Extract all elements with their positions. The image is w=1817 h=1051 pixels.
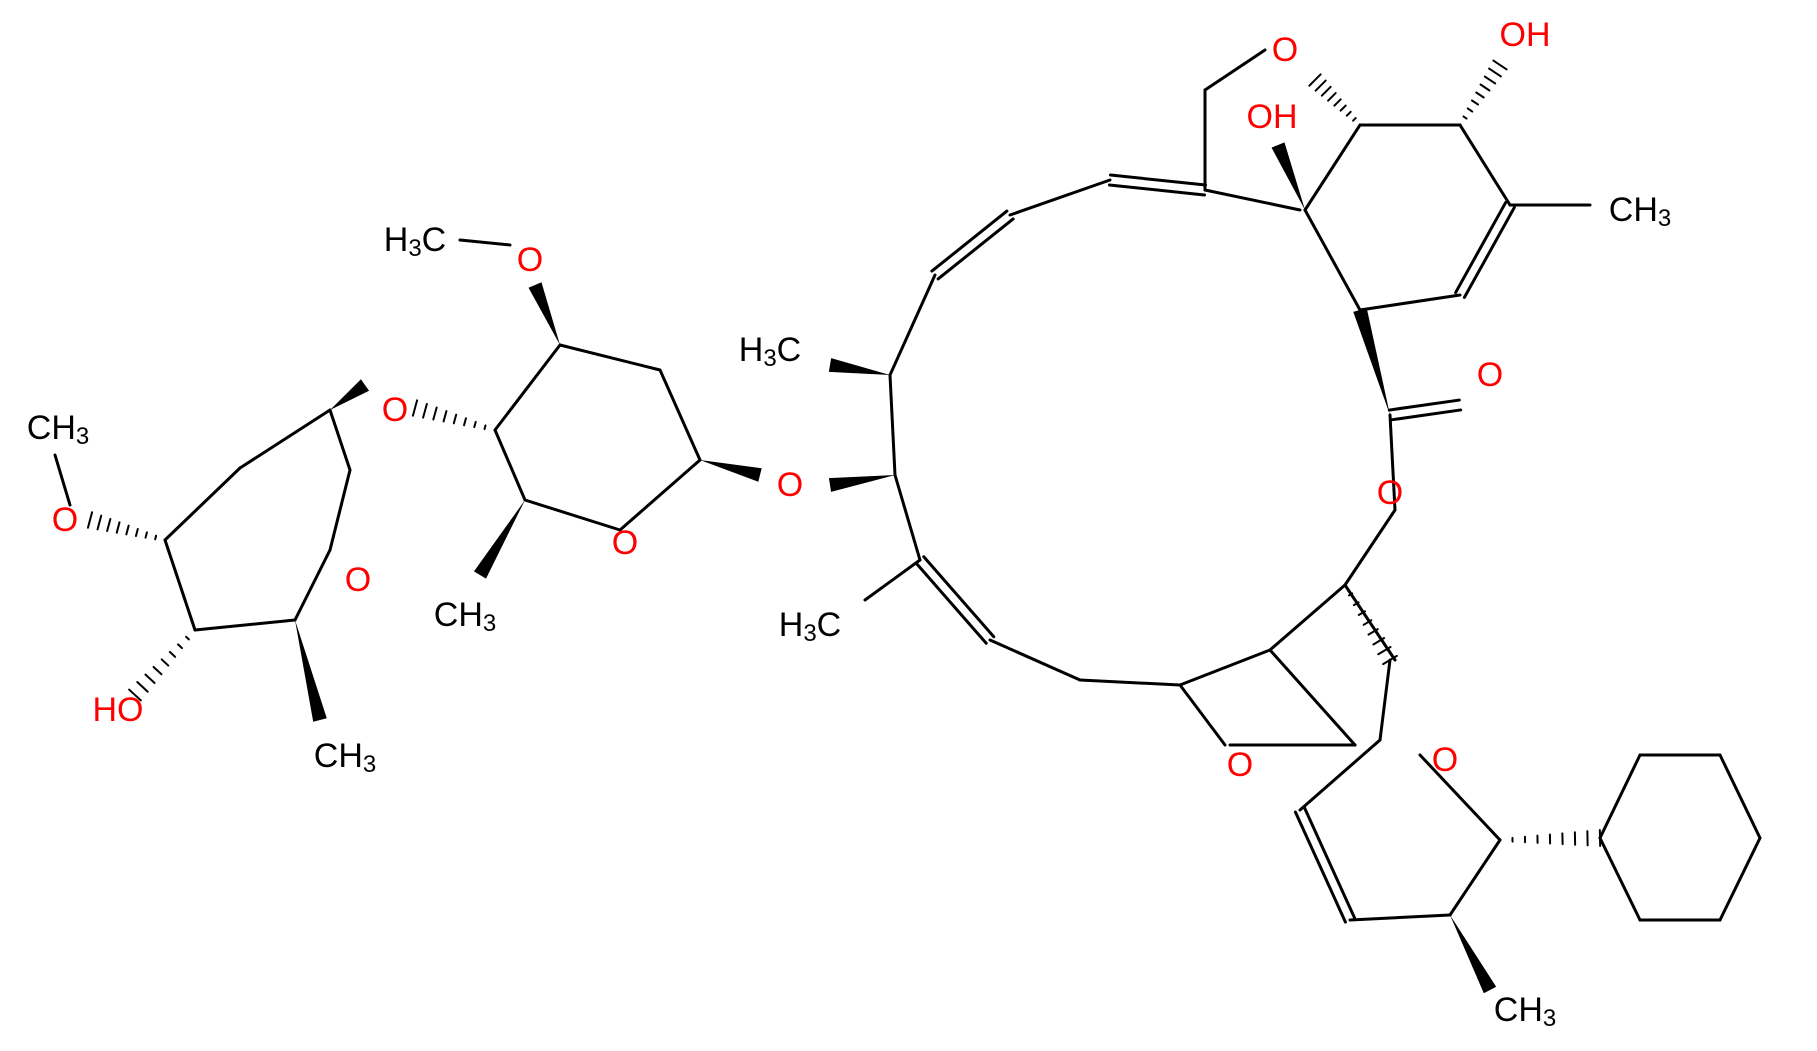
single-bond <box>1268 583 1347 652</box>
bonds-layer <box>53 48 1762 994</box>
atom-label-o_glycosidic_2: O <box>777 466 803 504</box>
single-bond <box>193 618 297 632</box>
single-bond <box>1298 738 1382 812</box>
double-bond <box>936 217 1015 281</box>
single-bond <box>1718 836 1762 922</box>
atom-label-ch3_cyclohexene: CH3 <box>1609 191 1671 232</box>
double-bond <box>1303 806 1357 920</box>
wedge-methyl-sugar2 <box>473 500 525 579</box>
atom-label-h3c_macro_1: H3C <box>739 331 801 372</box>
single-bond <box>1598 836 1642 922</box>
single-bond <box>888 373 897 477</box>
single-bond <box>458 238 512 247</box>
hash-oh-sugar1 <box>128 635 190 702</box>
single-bond <box>1598 753 1642 840</box>
atom-label-o_spiro_1: O <box>1227 746 1253 784</box>
atom-label-o_furan: O <box>1272 31 1298 69</box>
single-bond <box>1388 413 1397 512</box>
single-bond <box>163 538 197 632</box>
single-bond <box>1203 48 1267 92</box>
atom-label-oh_mid: OH <box>1247 98 1298 136</box>
single-bond <box>1203 188 1302 212</box>
single-bond <box>1458 123 1512 207</box>
wedge-methyl-macro1 <box>828 358 890 375</box>
double-bond <box>1462 205 1516 299</box>
double-bond <box>1387 398 1461 412</box>
atom-label-ho_sugar_1: HO <box>93 691 144 729</box>
single-bond <box>238 408 332 470</box>
atom-label-o_ring_sugar_1: O <box>345 561 371 599</box>
single-bond <box>1303 208 1362 312</box>
single-bond <box>523 498 622 532</box>
single-bond <box>888 273 937 377</box>
single-bond <box>1718 753 1762 840</box>
hash-methoxy-left <box>86 511 158 541</box>
single-bond <box>163 466 242 542</box>
double-bond <box>1454 201 1508 295</box>
single-bond <box>328 468 352 552</box>
single-bond <box>658 368 702 462</box>
single-bond <box>493 343 562 432</box>
single-bond <box>558 343 662 372</box>
hash-glyco-1 <box>411 399 487 431</box>
hash-cyclohexyl <box>1511 829 1602 847</box>
atom-label-ch3_sugar_1: CH3 <box>314 737 376 778</box>
single-bond <box>1178 648 1272 687</box>
single-bond <box>1008 178 1112 217</box>
atom-label-o_methoxy_top: O <box>517 241 543 279</box>
single-bond <box>1343 583 1397 662</box>
atom-label-o_spiro_2: O <box>1432 741 1458 779</box>
single-bond <box>1378 658 1392 742</box>
wedge-methoxy-top <box>528 282 560 345</box>
single-bond <box>53 453 72 507</box>
single-bond <box>1348 913 1452 922</box>
single-bond <box>988 638 1082 682</box>
double-bond <box>1107 183 1206 197</box>
wedge-glyco-2 <box>828 475 895 492</box>
atom-label-oh_top: OH <box>1500 16 1551 54</box>
atom-label-ch3_sugar_2: CH3 <box>434 596 496 637</box>
single-bond <box>863 558 922 602</box>
hash-oh-top <box>1462 59 1508 120</box>
double-bond <box>1389 408 1463 422</box>
atom-label-h3c_methoxy_top: H3C <box>384 221 446 262</box>
atom-label-h3c_macro_2: H3C <box>779 606 841 647</box>
wedge-methyl-sugar1 <box>295 620 327 722</box>
atom-label-ch3_bottom: CH3 <box>1494 991 1556 1032</box>
atom-label-o_glycosidic_1: O <box>382 391 408 429</box>
single-bond <box>1448 838 1502 917</box>
single-bond <box>328 408 352 472</box>
atom-label-o_ring_sugar_2: O <box>612 524 638 562</box>
single-bond <box>493 428 527 502</box>
double-bond <box>914 561 988 645</box>
wedge-methyl-bottom <box>1450 915 1497 994</box>
single-bond <box>1078 678 1182 687</box>
wedge-anomeric-2 <box>700 460 762 482</box>
wedge-oh-mid <box>1271 142 1305 210</box>
single-bond <box>893 473 922 562</box>
single-bond <box>1418 753 1502 842</box>
double-bond <box>930 209 1009 273</box>
atom-label-o_methoxy_left: O <box>52 501 78 539</box>
single-bond <box>1343 508 1397 587</box>
atom-label-ch3_methoxy_left: CH3 <box>27 409 89 450</box>
double-bond <box>1109 173 1208 187</box>
single-bond <box>618 458 702 532</box>
single-bond <box>1178 683 1227 747</box>
double-bond <box>922 555 996 639</box>
atom-label-o_carbonyl: O <box>1477 356 1503 394</box>
wedge-lactone <box>1353 308 1390 415</box>
wedge-anomeric-1 <box>330 379 370 410</box>
hash-oh-furan <box>1308 73 1357 122</box>
single-bond <box>1358 293 1462 312</box>
single-bond <box>293 548 332 622</box>
atom-label-o_ester: O <box>1377 474 1403 512</box>
single-bond <box>1303 123 1362 212</box>
single-bond <box>1268 648 1357 747</box>
double-bond <box>1293 810 1347 924</box>
